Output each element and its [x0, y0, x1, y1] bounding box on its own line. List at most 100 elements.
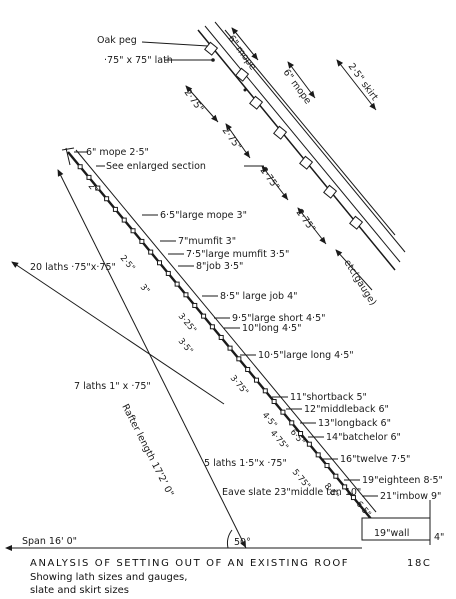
gauge-4-label: 2·75"	[294, 207, 318, 234]
mope-top-dim	[231, 27, 259, 61]
slate-size-label: 8·5" large job 4"	[220, 291, 298, 302]
lath-mark	[104, 196, 110, 202]
enlarged-rafter-line	[197, 29, 396, 271]
enlarged-slate-line-2	[214, 21, 406, 253]
slate-size-label: 11"shortback 5"	[290, 392, 367, 403]
slate-labels: 6·5"large mope 3"7"mumfit 3"7·5"large mu…	[142, 210, 443, 502]
slate-size-label: 19"eighteen 8·5"	[362, 475, 443, 486]
gauge-label: 4·5"	[260, 411, 279, 431]
gauge-dim-4	[297, 207, 327, 245]
lath-mark	[157, 260, 163, 266]
lath-mark	[333, 473, 339, 479]
lath-mark	[350, 495, 356, 501]
lath-mark	[183, 292, 189, 298]
enlarged-lath-7	[349, 215, 364, 230]
lath-mark	[148, 249, 154, 255]
enlarged-lath-1	[204, 41, 219, 56]
enlarged-lath-3	[249, 95, 264, 110]
wall-label: 19"wall	[374, 528, 409, 539]
gauge-1-label: 2·75"	[182, 87, 206, 114]
rafter-length-dim	[57, 169, 247, 549]
enlarged-peg-2	[243, 88, 247, 92]
mope-second-dim	[287, 61, 316, 99]
lath-mark	[165, 270, 171, 276]
lath-mark	[86, 174, 92, 180]
see-enlarged-label: See enlarged section	[106, 161, 206, 172]
skirt-label: 2·5" skirt	[346, 61, 380, 103]
lath-mark	[201, 313, 207, 319]
gauge-3-label: 2·75"	[258, 165, 282, 192]
lath-mark	[253, 377, 259, 383]
slate-size-label: 9·5"large short 4·5"	[232, 313, 325, 324]
slate-size-label: 10"long 4·5"	[242, 323, 301, 334]
gauge-label: 6·5"	[288, 428, 307, 448]
lath-mark	[324, 463, 330, 469]
slate-size-label: 13"longback 6"	[318, 418, 391, 429]
laths-20-label: 20 laths ·75"x·75"	[30, 262, 116, 273]
gauge-etc-label: etc(gauge)	[341, 258, 378, 308]
gauge-label: 2"	[86, 182, 100, 196]
roof-slope: 6" mope 2·5" See enlarged section 20 lat…	[5, 147, 444, 551]
lath-mark	[245, 366, 251, 372]
lath-mark	[271, 399, 277, 405]
enlarged-peg-1	[211, 58, 215, 62]
caption-figure-number: 18C	[407, 558, 432, 569]
lath-mark	[139, 238, 145, 244]
mope-top-label: 6" mope	[226, 33, 259, 72]
rafter-length-label: Rafter length 17'2’ 0"	[119, 402, 175, 498]
oak-peg-label: Oak peg	[97, 35, 137, 46]
lath-mark	[315, 452, 321, 458]
span-label: Span 16' 0"	[22, 536, 77, 547]
slate-size-label: 14"batchelor 6"	[326, 432, 401, 443]
slate-size-label: 6·5"large mope 3"	[160, 210, 247, 221]
lath-mark	[342, 484, 348, 490]
eave-slate-label: Eave slate 23"middle ten 10"	[222, 487, 361, 498]
lath-mark	[227, 345, 233, 351]
enlarged-slate-line-1	[204, 25, 401, 263]
lath-mark	[130, 228, 136, 234]
gauge-label: 3·25"	[176, 312, 198, 336]
lath-mark	[77, 164, 83, 170]
slate-size-label: 12"middleback 6"	[304, 404, 389, 415]
slate-size-label: 8"job 3·5"	[196, 261, 243, 272]
oak-peg-leader	[141, 41, 209, 47]
caption-line-3: slate and skirt sizes	[30, 585, 129, 596]
gauge-label: 3"	[138, 283, 152, 297]
enlarged-lath-4	[273, 125, 288, 140]
enlarged-lath-5	[299, 155, 314, 170]
laths-5-label: 5 laths 1·5"x ·75"	[204, 458, 287, 469]
gauge-2-label: 2·75"	[220, 125, 244, 152]
gauge-label: 3·75"	[228, 374, 250, 398]
lath-mark	[112, 206, 118, 212]
lath-mark	[298, 431, 304, 437]
angle-arc	[227, 529, 233, 549]
wall-dim-label: 4"	[434, 532, 444, 543]
slate-size-label: 16"twelve 7·5"	[340, 454, 410, 465]
slate-size-label: 10·5"large long 4·5"	[258, 350, 354, 361]
enlarged-slate-line-3	[224, 29, 396, 236]
slate-size-label: 21"imbow 9"	[380, 491, 441, 502]
caption-line-2: Showing lath sizes and gauges,	[30, 572, 187, 583]
gauge-dim-1	[185, 85, 219, 123]
gauge-label: 3·5"	[176, 337, 195, 357]
caption: ANALYSIS OF SETTING OUT OF AN EXISTING R…	[30, 558, 432, 596]
lath-mark	[306, 441, 312, 447]
ridge-tick	[65, 147, 71, 166]
lath-detail-label: ·75" x 75" lath	[104, 55, 173, 66]
caption-title: ANALYSIS OF SETTING OUT OF AN EXISTING R…	[30, 558, 349, 569]
gauge-dim-2	[225, 123, 251, 159]
skirt-dim	[336, 59, 377, 111]
ridge-cap	[61, 147, 75, 151]
laths-7-label: 7 laths 1" x ·75"	[74, 381, 151, 392]
lath-mark	[192, 302, 198, 308]
lath-mark	[209, 324, 215, 330]
lath-mark	[121, 217, 127, 223]
gauge-etc-dim	[335, 249, 373, 291]
lath-mark	[218, 334, 224, 340]
gauge-label: 2·5"	[118, 254, 137, 274]
gauge-label: 4·75"	[268, 429, 290, 453]
mope-head-label: 6" mope 2·5"	[86, 147, 149, 158]
enlarged-lath-6	[323, 184, 338, 199]
slate-size-label: 7"mumfit 3"	[178, 236, 236, 247]
